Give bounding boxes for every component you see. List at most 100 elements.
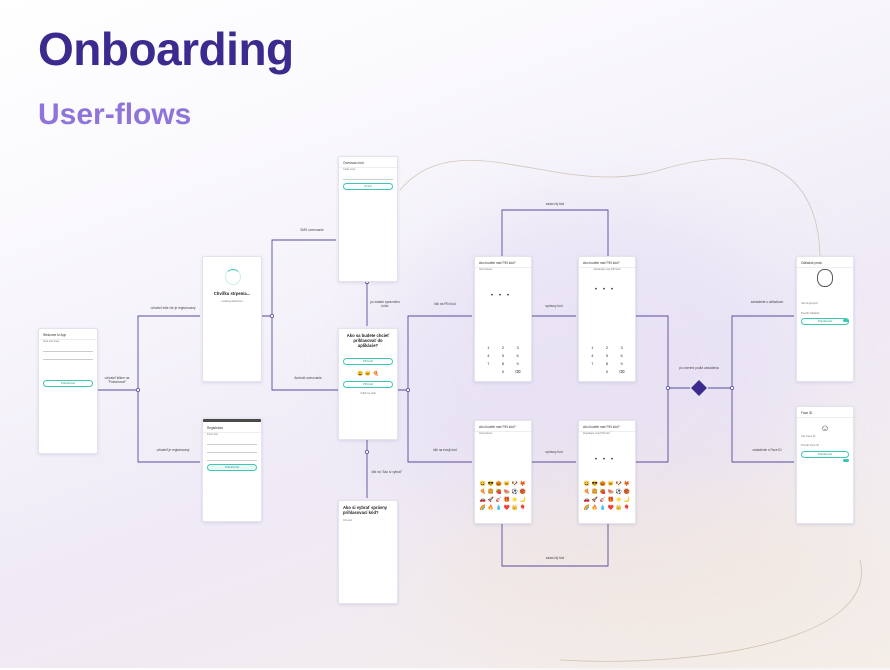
emoji-key[interactable]: 🍉 bbox=[607, 489, 615, 495]
screen-header: Face ID bbox=[797, 407, 853, 418]
keypad-key[interactable]: 2 bbox=[501, 345, 505, 350]
emoji-key[interactable]: 🐱 bbox=[503, 481, 511, 487]
keypad-key[interactable] bbox=[585, 369, 600, 374]
keypad-key[interactable]: 6 bbox=[516, 353, 519, 358]
emoji-key[interactable]: ⚽ bbox=[615, 489, 623, 495]
emoji-key[interactable]: 🚀 bbox=[487, 497, 495, 503]
keypad[interactable]: 1 2 3 4 5 6 7 8 9 0 ⌫ bbox=[585, 345, 629, 374]
keypad-key[interactable]: 5 bbox=[605, 353, 609, 358]
keypad-key[interactable]: 4 bbox=[591, 353, 594, 358]
emoji-key[interactable]: 🍕 bbox=[479, 489, 487, 495]
keypad-key[interactable]: 8 bbox=[605, 361, 609, 366]
continue-button[interactable]: Pokračovať bbox=[801, 318, 849, 326]
emoji-key[interactable]: 🍔 bbox=[487, 489, 495, 495]
emoji-key[interactable]: 👑 bbox=[511, 505, 519, 511]
keypad-key[interactable]: 7 bbox=[487, 361, 490, 366]
emoji-key[interactable]: 👑 bbox=[615, 505, 623, 511]
input-field[interactable] bbox=[207, 456, 257, 461]
emoji-key[interactable]: 🌙 bbox=[623, 497, 631, 503]
screen-title: Chvíľku strpenia... bbox=[213, 291, 251, 296]
keypad-key[interactable] bbox=[481, 369, 496, 374]
pin-option-button[interactable]: PIN kód bbox=[343, 358, 393, 366]
continue-button[interactable]: Pokračovať bbox=[207, 463, 257, 471]
emoji-key[interactable]: 🚗 bbox=[583, 497, 591, 503]
emoji-key[interactable]: 🎃 bbox=[495, 481, 503, 487]
label-loop-top: zadal zlý kód bbox=[545, 202, 565, 206]
back-link[interactable]: Vrátiť sa späť bbox=[360, 392, 376, 396]
emoji-key[interactable]: 🚀 bbox=[591, 497, 599, 503]
emoji-key[interactable]: ⭐ bbox=[615, 497, 623, 503]
emoji-key[interactable]: 🎁 bbox=[503, 497, 511, 503]
keypad-key[interactable]: 4 bbox=[487, 353, 490, 358]
connector-emoji-decision bbox=[636, 388, 669, 463]
keypad-key[interactable]: 0 bbox=[501, 369, 505, 374]
keypad-key[interactable]: ⌫ bbox=[514, 369, 521, 374]
keypad-key[interactable]: 2 bbox=[605, 345, 609, 350]
keypad-key[interactable]: 0 bbox=[605, 369, 609, 374]
keypad-key[interactable]: ⌫ bbox=[618, 369, 625, 374]
input-field[interactable] bbox=[43, 355, 93, 360]
emoji-key[interactable]: 🎁 bbox=[607, 497, 615, 503]
emoji-key[interactable]: ❤️ bbox=[607, 505, 615, 511]
emoji-key[interactable]: 🎈 bbox=[519, 505, 527, 511]
emoji-keypad[interactable]: 😀😎🎃🐱🐶🦊 🍕🍔🍓🍉⚽🏀 🚗🚀🎸🎁⭐🌙 🌈🔥💧❤️👑🎈 bbox=[479, 481, 527, 511]
emoji-keypad[interactable]: 😀😎🎃🐱🐶🦊 🍕🍔🍓🍉⚽🏀 🚗🚀🎸🎁⭐🌙 🌈🔥💧❤️👑🎈 bbox=[583, 481, 631, 511]
faceid-toggle[interactable] bbox=[843, 459, 849, 462]
keypad-key[interactable]: 1 bbox=[487, 345, 490, 350]
emoji-key[interactable]: 🎃 bbox=[599, 481, 607, 487]
page-subtitle: User-flows bbox=[38, 98, 192, 131]
pin-dots: ••• bbox=[594, 457, 620, 463]
keypad-key[interactable]: 3 bbox=[620, 345, 623, 350]
fingerprint-toggle[interactable] bbox=[843, 319, 849, 322]
emoji-key[interactable]: 🎸 bbox=[599, 497, 607, 503]
emoji-key[interactable]: 🌈 bbox=[479, 505, 487, 511]
emoji-key[interactable]: 🚗 bbox=[479, 497, 487, 503]
emoji-key[interactable]: 😎 bbox=[591, 481, 599, 487]
emoji-key[interactable]: 🐱 bbox=[607, 481, 615, 487]
input-field[interactable] bbox=[43, 347, 93, 352]
emoji-key[interactable]: 🌙 bbox=[519, 497, 527, 503]
keypad-key[interactable]: 7 bbox=[591, 361, 594, 366]
emoji-key[interactable]: 🌈 bbox=[583, 505, 591, 511]
keypad-key[interactable]: 8 bbox=[501, 361, 505, 366]
emoji-key[interactable]: 🍕 bbox=[583, 489, 591, 495]
emoji-key[interactable]: 💧 bbox=[495, 505, 503, 511]
emoji-key[interactable]: 🍓 bbox=[599, 489, 607, 495]
emoji-key[interactable]: 🍔 bbox=[591, 489, 599, 495]
emoji-key[interactable]: 🏀 bbox=[519, 489, 527, 495]
emoji-key[interactable]: 🎸 bbox=[495, 497, 503, 503]
emoji-key[interactable]: 🎈 bbox=[623, 505, 631, 511]
emoji-key[interactable]: 🍓 bbox=[495, 489, 503, 495]
emoji-key[interactable]: ⚽ bbox=[511, 489, 519, 495]
emoji-key[interactable]: 😀 bbox=[583, 481, 591, 487]
keypad[interactable]: 1 2 3 4 5 6 7 8 9 0 ⌫ bbox=[481, 345, 525, 374]
keypad-key[interactable]: 6 bbox=[620, 353, 623, 358]
emoji-key[interactable]: 🦊 bbox=[623, 481, 631, 487]
emoji-key[interactable]: 🐶 bbox=[615, 481, 623, 487]
connector-emoji-loop bbox=[501, 522, 609, 567]
emoji-option-button[interactable]: PIN kód bbox=[343, 381, 393, 389]
keypad-key[interactable]: 3 bbox=[516, 345, 519, 350]
emoji-key[interactable]: 🐶 bbox=[511, 481, 519, 487]
input-field[interactable] bbox=[207, 448, 257, 453]
emoji-key[interactable]: 🦊 bbox=[519, 481, 527, 487]
continue-button[interactable]: Pokračovať bbox=[43, 379, 93, 387]
emoji-key[interactable]: 🔥 bbox=[591, 505, 599, 511]
keypad-key[interactable]: 9 bbox=[620, 361, 623, 366]
otp-field[interactable] bbox=[343, 175, 393, 180]
emoji-key[interactable]: ⭐ bbox=[511, 497, 519, 503]
emoji-key[interactable]: ❤️ bbox=[503, 505, 511, 511]
continue-button[interactable]: Pokračovať bbox=[801, 450, 849, 458]
keypad-key[interactable]: 5 bbox=[501, 353, 505, 358]
emoji-key[interactable]: 😎 bbox=[487, 481, 495, 487]
keypad-key[interactable]: 1 bbox=[591, 345, 594, 350]
verify-button[interactable]: Overiť bbox=[343, 182, 393, 190]
emoji-key[interactable]: 💧 bbox=[599, 505, 607, 511]
keypad-key[interactable]: 9 bbox=[516, 361, 519, 366]
input-field[interactable] bbox=[207, 440, 257, 445]
emoji-key[interactable]: 🔥 bbox=[487, 505, 495, 511]
emoji-key[interactable]: 🍉 bbox=[503, 489, 511, 495]
emoji-key[interactable]: 😀 bbox=[479, 481, 487, 487]
screen-text: Loading detail text bbox=[221, 300, 243, 304]
emoji-key[interactable]: 🏀 bbox=[623, 489, 631, 495]
